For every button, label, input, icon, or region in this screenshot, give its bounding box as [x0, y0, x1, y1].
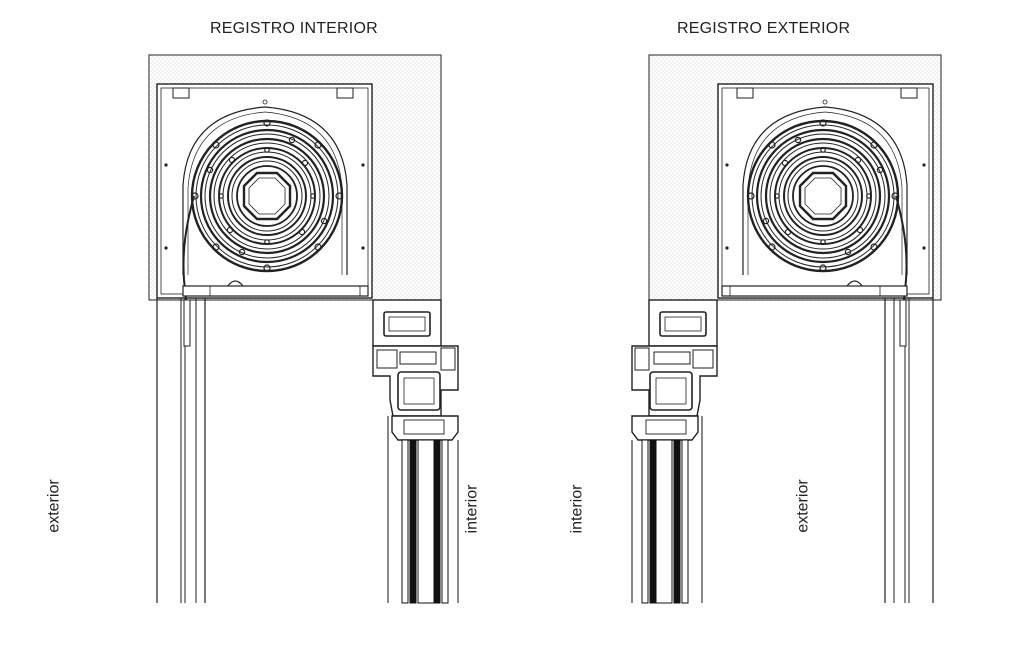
left-panel-title: REGISTRO INTERIOR	[210, 20, 378, 37]
right-panel-title: REGISTRO EXTERIOR	[677, 20, 851, 37]
left-panel-drawing	[147, 53, 460, 605]
right-panel-drawing	[630, 53, 943, 605]
